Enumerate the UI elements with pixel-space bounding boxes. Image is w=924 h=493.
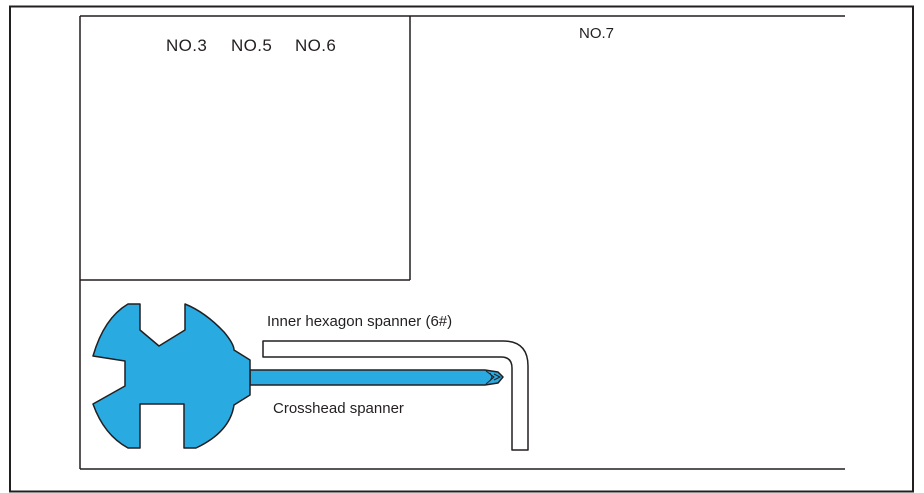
model-label-no6: NO.6 <box>295 36 336 55</box>
crosshead-spanner-label: Crosshead spanner <box>273 400 404 417</box>
inner-hexagon-spanner-label: Inner hexagon spanner (6#) <box>267 313 452 330</box>
inner-frame <box>79 15 845 470</box>
model-label-no3: NO.3 <box>166 36 207 55</box>
model-label-no7: NO.7 <box>579 25 614 42</box>
inner-hexagon-spanner <box>262 340 529 451</box>
outer-frame <box>9 5 914 493</box>
crosshead-spanner-head <box>92 303 251 449</box>
model-label-no5: NO.5 <box>231 36 272 55</box>
crosshead-spanner-shaft <box>249 369 504 386</box>
